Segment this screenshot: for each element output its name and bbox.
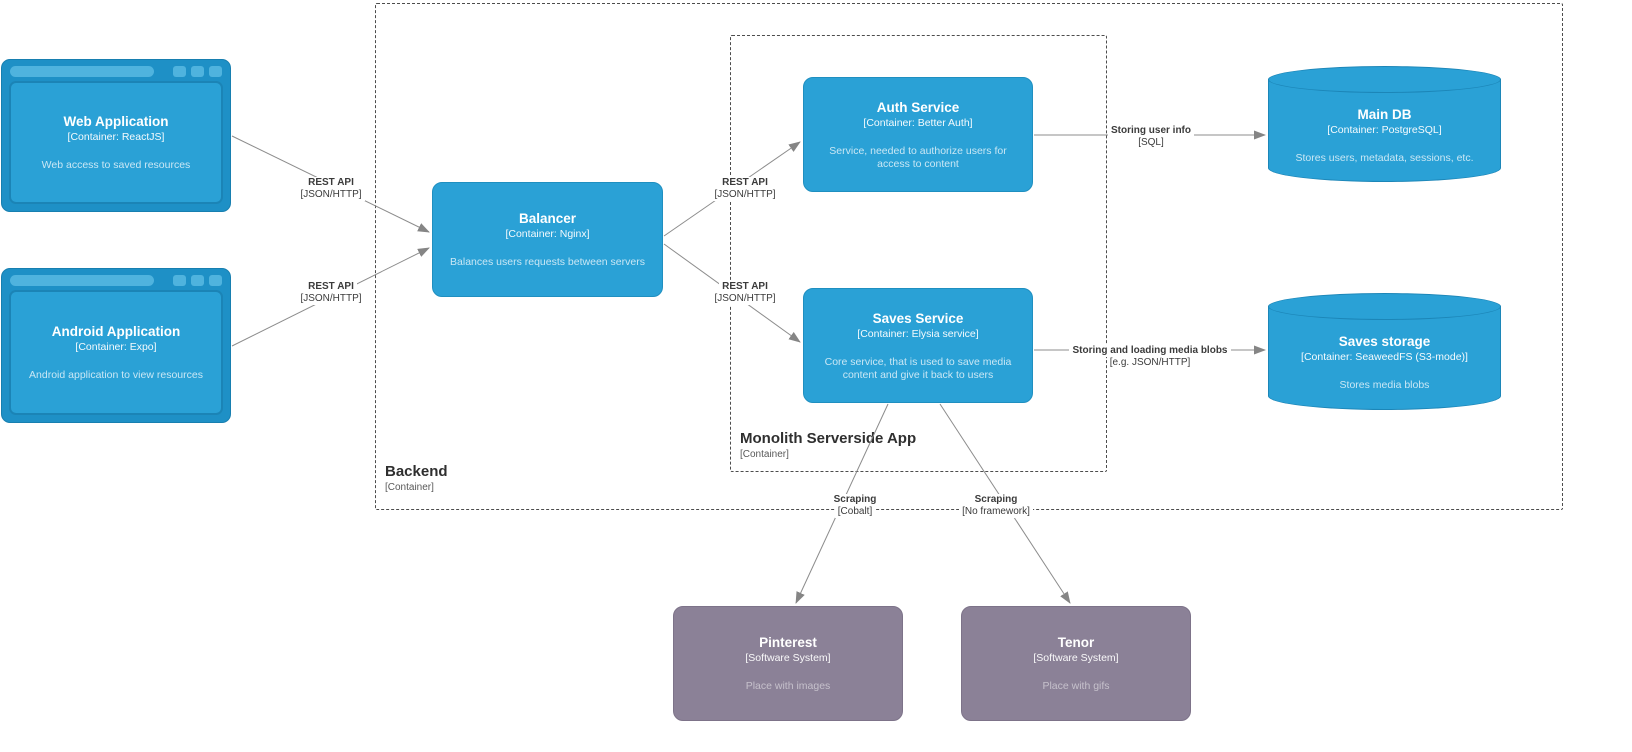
browser-address-bar <box>10 275 154 286</box>
node-body: Saves Service [Container: Elysia service… <box>804 289 1032 402</box>
edge-label-saves-tenor: Scraping [No framework] <box>941 494 1051 518</box>
node-description: Web access to saved resources <box>41 159 191 171</box>
boundary-backend-name: Backend <box>385 463 448 480</box>
node-meta: [Software System] <box>1033 652 1119 664</box>
edge-label-text: REST API <box>305 177 357 189</box>
node-body: Web Application [Container: ReactJS] Web… <box>9 81 223 204</box>
node-title: Saves storage <box>1338 334 1431 349</box>
browser-chrome <box>2 60 230 81</box>
edge-label-text: Scraping <box>971 494 1021 506</box>
browser-window-buttons <box>173 66 222 77</box>
edge-label-tech: [JSON/HTTP] <box>297 189 365 201</box>
node-meta: [Container: Elysia service] <box>857 327 979 340</box>
node-balancer: Balancer [Container: Nginx] Balances use… <box>432 182 663 297</box>
node-main-db: Main DB [Container: PostgreSQL] Stores u… <box>1268 66 1501 182</box>
edge-label-text: REST API <box>719 281 771 293</box>
browser-address-bar <box>10 66 154 77</box>
node-description: Core service, that is used to save media… <box>824 355 1012 381</box>
node-saves-service: Saves Service [Container: Elysia service… <box>803 288 1033 403</box>
edge-label-auth-maindb: Storing user info [SQL] <box>1076 125 1226 149</box>
cylinder-top <box>1268 66 1501 93</box>
node-description: Place with gifs <box>1042 680 1110 692</box>
node-pinterest: Pinterest [Software System] Place with i… <box>673 606 903 721</box>
node-title: Pinterest <box>759 635 817 650</box>
node-android-application: Android Application [Container: Expo] An… <box>1 268 231 423</box>
node-title: Main DB <box>1357 106 1412 122</box>
boundary-monolith: Monolith Serverside App [Container] <box>730 35 1107 472</box>
edge-label-tech: [e.g. JSON/HTTP] <box>1106 357 1194 369</box>
boundary-backend-label: Backend [Container] <box>385 463 448 494</box>
node-meta: [Container: ReactJS] <box>67 131 165 143</box>
node-title: Auth Service <box>876 99 960 115</box>
node-title: Android Application <box>51 324 181 339</box>
edge-label-text: Scraping <box>830 494 880 506</box>
browser-window-buttons <box>173 275 222 286</box>
node-description: Android application to view resources <box>29 369 203 381</box>
edge-label-tech: [JSON/HTTP] <box>297 293 365 305</box>
edge-label-text: Storing user info <box>1108 125 1194 137</box>
boundary-monolith-meta: [Container] <box>740 449 789 460</box>
edge-label-tech: [JSON/HTTP] <box>711 293 779 305</box>
node-title: Balancer <box>518 211 577 226</box>
node-description: Stores users, metadata, sessions, etc. <box>1295 151 1474 164</box>
node-meta: [Container: Better Auth] <box>863 116 973 129</box>
node-meta: [Container: Nginx] <box>505 228 590 240</box>
cylinder-body <box>1268 306 1501 410</box>
node-tenor: Tenor [Software System] Place with gifs <box>961 606 1191 721</box>
node-body: Tenor [Software System] Place with gifs <box>962 607 1190 720</box>
boundary-backend-meta: [Container] <box>385 482 434 493</box>
node-title: Saves Service <box>872 310 964 326</box>
node-description: Stores media blobs <box>1339 379 1430 391</box>
node-auth-service: Auth Service [Container: Better Auth] Se… <box>803 77 1033 192</box>
node-body: Balancer [Container: Nginx] Balances use… <box>433 183 662 296</box>
edge-label-tech: [Cobalt] <box>834 506 876 518</box>
edge-label-android-balancer: REST API [JSON/HTTP] <box>281 281 381 305</box>
boundary-monolith-name: Monolith Serverside App <box>740 430 917 447</box>
node-body: Pinterest [Software System] Place with i… <box>674 607 902 720</box>
cylinder-body <box>1268 79 1501 182</box>
edge-label-saves-pinterest: Scraping [Cobalt] <box>805 494 905 518</box>
edge-label-balancer-saves: REST API [JSON/HTTP] <box>695 281 795 305</box>
node-description: Place with images <box>745 680 831 692</box>
boundary-monolith-label: Monolith Serverside App [Container] <box>740 430 916 461</box>
node-description: Service, needed to authorize users for a… <box>829 144 1007 170</box>
edge-label-balancer-auth: REST API [JSON/HTTP] <box>695 177 795 201</box>
edge-label-web-balancer: REST API [JSON/HTTP] <box>281 177 381 201</box>
node-body: Android Application [Container: Expo] An… <box>9 290 223 415</box>
node-meta: [Container: Expo] <box>75 341 157 353</box>
edge-label-tech: [JSON/HTTP] <box>711 189 779 201</box>
cylinder-top <box>1268 293 1501 320</box>
node-body: Auth Service [Container: Better Auth] Se… <box>804 78 1032 191</box>
node-meta: [Software System] <box>745 652 831 664</box>
node-body: Main DB [Container: PostgreSQL] Stores u… <box>1268 92 1501 178</box>
node-body: Saves storage [Container: SeaweedFS (S3-… <box>1268 319 1501 406</box>
node-title: Web Application <box>63 114 169 129</box>
edge-label-saves-storage: Storing and loading media blobs [e.g. JS… <box>1050 345 1250 369</box>
edge-label-text: Storing and loading media blobs <box>1069 345 1231 357</box>
node-description: Balances users requests between servers <box>450 256 645 268</box>
node-meta: [Container: SeaweedFS (S3-mode)] <box>1301 351 1468 363</box>
edge-label-tech: [SQL] <box>1135 137 1167 149</box>
node-saves-storage: Saves storage [Container: SeaweedFS (S3-… <box>1268 293 1501 410</box>
browser-chrome <box>2 269 230 290</box>
edge-label-text: REST API <box>719 177 771 189</box>
node-title: Tenor <box>1057 635 1095 650</box>
edge-label-tech: [No framework] <box>959 506 1033 518</box>
node-web-application: Web Application [Container: ReactJS] Web… <box>1 59 231 212</box>
node-meta: [Container: PostgreSQL] <box>1327 123 1442 136</box>
edge-label-text: REST API <box>305 281 357 293</box>
